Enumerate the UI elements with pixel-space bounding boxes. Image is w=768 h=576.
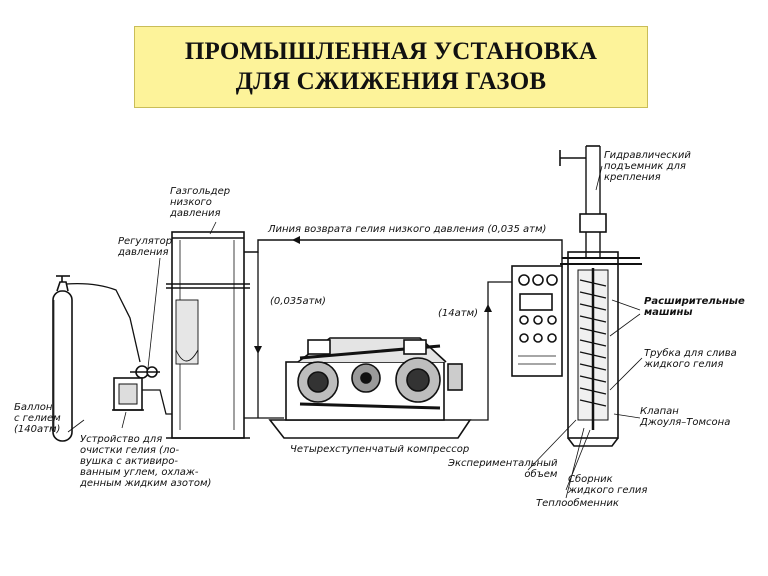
label-jt-valve: Клапан Джоуля–Томсона xyxy=(640,406,731,428)
label-heat-exchanger: Теплообменник xyxy=(536,498,619,509)
cryostat xyxy=(560,251,642,447)
label-pressure-high: (14атм) xyxy=(438,308,479,319)
supply-pipe xyxy=(65,282,141,363)
leader-lines xyxy=(67,165,643,499)
purifier-trap xyxy=(112,377,144,411)
label-expansion-machines: Расширительные машины xyxy=(644,296,745,318)
compressor xyxy=(268,337,472,439)
title-line-2: ДЛЯ СЖИЖЕНИЯ ГАЗОВ xyxy=(235,68,547,95)
gasholder xyxy=(166,231,250,439)
title-banner: ПРОМЫШЛЕННАЯ УСТАНОВКА ДЛЯ СЖИЖЕНИЯ ГАЗО… xyxy=(134,26,648,108)
pressure-regulator xyxy=(130,365,160,379)
label-gasholder: Газгольдер низкого давления xyxy=(170,186,231,219)
title-line-1: ПРОМЫШЛЕННАЯ УСТАНОВКА xyxy=(184,38,598,65)
label-collector: Сборник жидкого гелия xyxy=(568,474,648,496)
label-cylinder: Баллон с гелием (140атм) xyxy=(14,402,61,435)
label-return-line: Линия возврата гелия низкого давления (0… xyxy=(268,224,547,235)
return-line xyxy=(244,239,563,268)
label-purifier: Устройство для очистки гелия (ло- вушка … xyxy=(80,434,212,489)
label-hydraulic-lift: Гидравлический подъемник для крепления xyxy=(604,150,691,183)
label-experimental-volume: Экспериментальный объем xyxy=(448,458,558,480)
label-pressure-low: (0,035атм) xyxy=(270,296,326,307)
label-drain-tube: Трубка для слива жидкого гелия xyxy=(644,348,737,370)
control-panel xyxy=(511,265,563,377)
helium-cylinder xyxy=(52,275,73,442)
high-pressure-line xyxy=(470,281,514,421)
label-regulator: Регулятор давления xyxy=(118,236,173,258)
pipe-purifier-to-gasholder xyxy=(142,389,172,415)
hydraulic-lift xyxy=(559,145,607,258)
label-compressor: Четырехступенчатый компрессор xyxy=(290,444,470,455)
